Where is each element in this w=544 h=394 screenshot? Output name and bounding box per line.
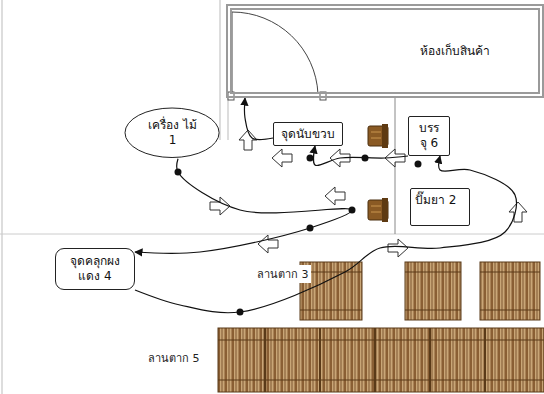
node-text: ปั๊มยา 2 xyxy=(415,193,456,208)
area-label: ลานตาก 3 xyxy=(255,265,311,283)
wall-line xyxy=(220,0,221,140)
node-text: จุดนับขวบ xyxy=(281,127,335,142)
door-swing xyxy=(232,12,318,94)
worker-chair xyxy=(368,198,388,222)
node-text: บรร จุ 6 xyxy=(414,121,444,151)
worker-chair xyxy=(368,124,388,148)
process-box: จุดคลุกผง แดง 4 xyxy=(55,248,135,290)
flow-connector xyxy=(135,156,516,313)
wall-line xyxy=(228,96,229,140)
area-label: ลานตาก 5 xyxy=(146,349,202,367)
flow-dot xyxy=(175,155,422,316)
flow-connector xyxy=(314,146,408,166)
drying-pallets xyxy=(218,262,544,392)
storage-room: ห้องเก็บสินค้า xyxy=(226,4,544,98)
process-box: ปั๊มยา 2 xyxy=(410,188,470,226)
flow-connector xyxy=(135,159,352,253)
node-text: ห้องเก็บสินค้า xyxy=(420,44,490,59)
floor-line xyxy=(0,234,544,235)
process-box: จุดนับขวบ xyxy=(273,122,343,146)
machine-station: เครื่อง ไม้ 1 xyxy=(124,107,220,159)
process-box: บรร จุ 6 xyxy=(408,116,450,156)
direction-arrow xyxy=(210,130,527,257)
node-text: จุดคลุกผง แดง 4 xyxy=(64,254,126,284)
flow-connector xyxy=(245,98,273,139)
node-text: เครื่อง ไม้ 1 xyxy=(143,118,201,148)
site-edge xyxy=(2,0,3,394)
